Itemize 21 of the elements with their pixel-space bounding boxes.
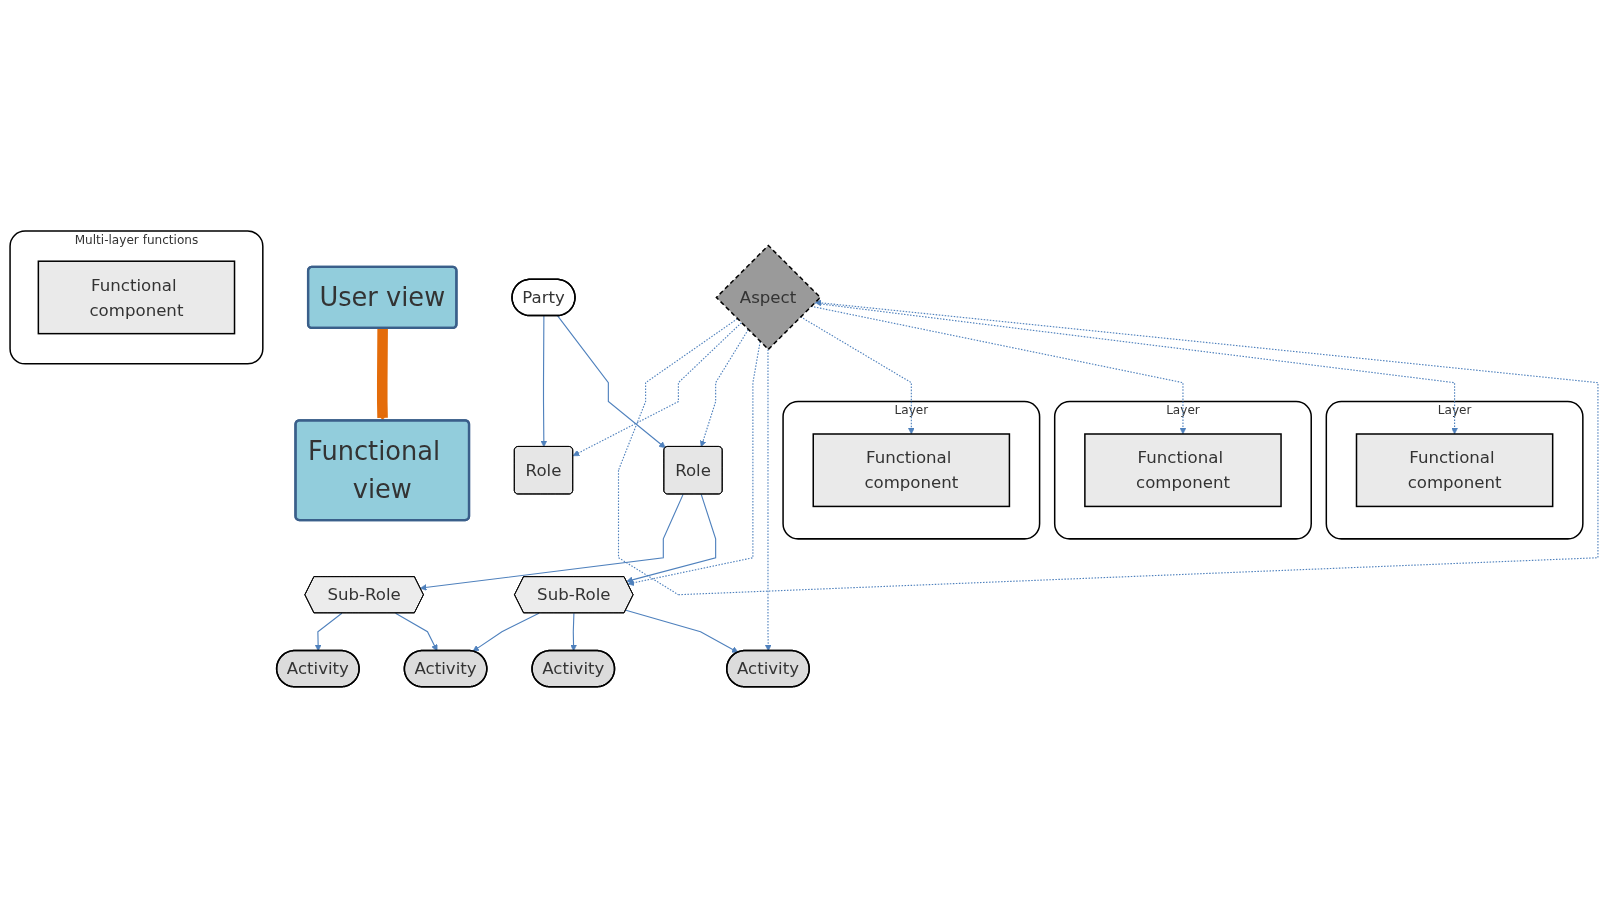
node-box: Functional component (812, 432, 1011, 507)
arrow (626, 493, 717, 583)
node-box: Functional component (1084, 432, 1282, 507)
arrow (625, 609, 739, 653)
arrow (617, 299, 1599, 595)
arrow (420, 493, 684, 591)
arrow (557, 314, 666, 448)
arrow (572, 321, 742, 456)
node-diamond: Aspect (715, 244, 822, 351)
arrow (699, 328, 749, 447)
node-box: Functional component (1355, 432, 1554, 507)
arrow (540, 314, 548, 447)
arrow (395, 612, 438, 651)
arrow (377, 327, 388, 421)
arrow (800, 315, 915, 434)
node-box: Functional component (37, 260, 236, 334)
arrow (764, 348, 772, 651)
arrow (627, 340, 761, 586)
arrow (472, 612, 540, 652)
arrow (570, 612, 577, 651)
arrow (314, 612, 343, 651)
